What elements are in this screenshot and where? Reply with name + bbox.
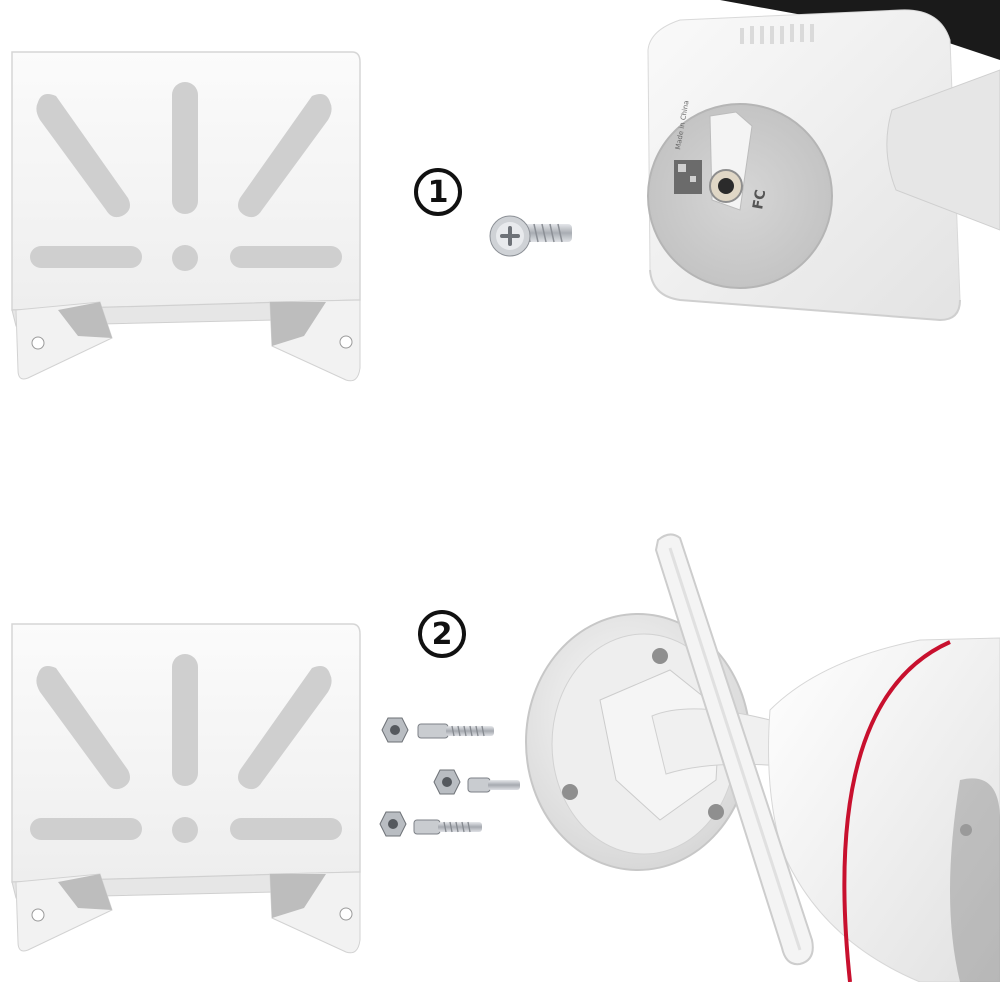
bullet-camera-with-mount [520,520,1000,982]
screw-icon [488,208,578,268]
step-number-badge-2: 2 [418,610,466,658]
step-number: 2 [431,616,453,652]
camera-label-fcc: FC [750,188,769,210]
bolt-and-nut-icon [379,811,482,837]
bolt-and-nut-icon [433,769,520,795]
step-number: 1 [427,174,449,210]
camera-bottom-view: Made in China FC [640,0,1000,330]
step-number-badge-1: 1 [414,168,462,216]
bolt-and-nut-icon [381,717,494,743]
mount-bracket-bottom [8,620,368,960]
bolt-and-nut-set [374,706,522,846]
mount-bracket-top [8,48,368,388]
